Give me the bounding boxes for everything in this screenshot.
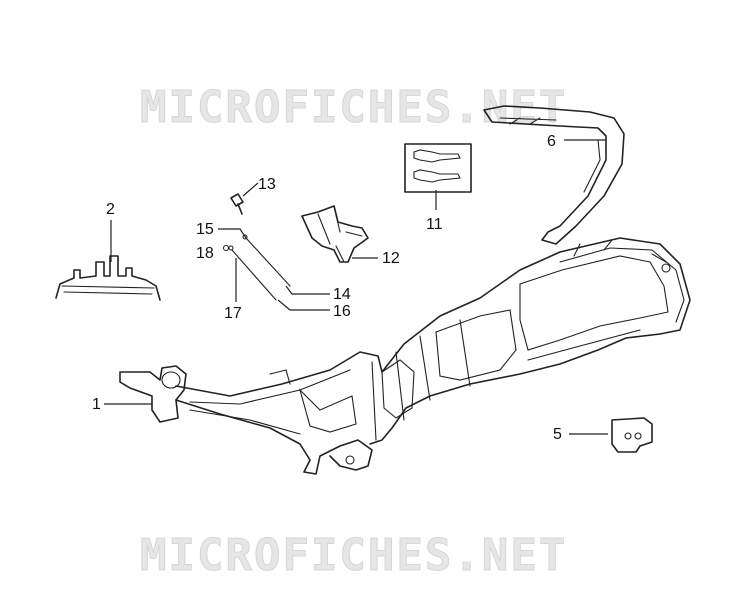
part-15-rod[interactable] [242,234,291,287]
part-1-main-frame[interactable] [119,237,691,475]
part-11-bracket-set[interactable] [404,143,472,193]
leader-lines [104,139,608,435]
label-part-1: 1 [92,396,101,413]
label-part-16: 16 [333,303,351,320]
label-part-17: 17 [224,305,242,322]
watermark-top: MICROFICHES.NET [140,82,567,133]
part-13-bolt[interactable] [230,193,244,215]
part-6-grab-rail[interactable] [483,105,625,245]
watermark-bottom: MICROFICHES.NET [140,530,567,581]
label-part-12: 12 [382,250,400,267]
label-part-6: 6 [547,133,556,150]
label-part-15: 15 [196,221,214,238]
part-2-front-bracket[interactable] [55,255,161,301]
label-part-11: 11 [426,216,443,233]
label-part-18: 18 [196,245,214,262]
part-12-bracket[interactable] [301,205,369,263]
part-5-plate[interactable] [611,417,653,453]
part-18-washer[interactable] [222,244,230,252]
label-part-14: 14 [333,286,351,303]
label-part-2: 2 [106,201,115,218]
label-part-5: 5 [553,426,562,443]
label-part-13: 13 [258,176,276,193]
